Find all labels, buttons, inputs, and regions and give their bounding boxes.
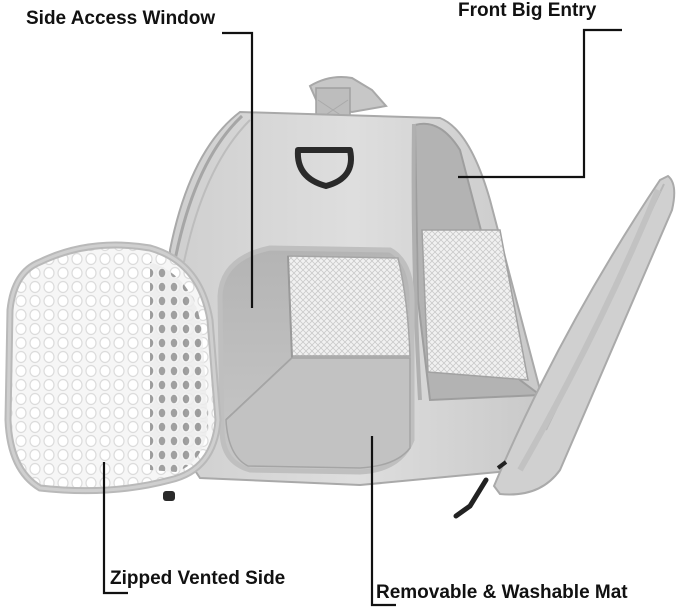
leader-front-big-entry	[458, 28, 622, 179]
leader-side-access-window	[222, 31, 254, 308]
d-ring-icon	[294, 147, 354, 189]
callout-side-access-window: Side Access Window	[26, 8, 216, 29]
callout-front-big-entry: Front Big Entry	[458, 0, 597, 21]
callout-zipped-vented-side: Zipped Vented Side	[110, 568, 286, 589]
leader-lines	[102, 28, 622, 607]
callout-removable-washable-mat: Removable & Washable Mat	[376, 582, 628, 603]
leader-zipped-vented-side	[102, 462, 128, 595]
front-door-flap	[453, 174, 676, 519]
side-window-opening	[217, 245, 415, 475]
leader-removable-mat	[370, 436, 396, 607]
vented-side-flap	[4, 241, 222, 501]
